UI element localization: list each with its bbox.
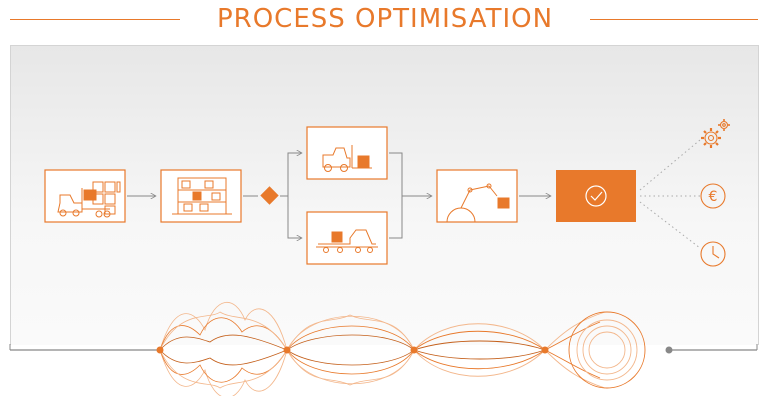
gears-icon bbox=[701, 119, 730, 148]
stage-conveyor-truck bbox=[306, 211, 388, 265]
wave-segment-smooth bbox=[413, 323, 546, 377]
wave-segment-narrowing bbox=[286, 314, 415, 386]
timeline-node bbox=[156, 346, 164, 354]
arrow-down-branch bbox=[280, 195, 302, 238]
timeline-end-node bbox=[665, 346, 673, 354]
diamond-decision-icon bbox=[260, 186, 279, 205]
timeline-node bbox=[410, 346, 418, 354]
title-rule-left bbox=[10, 19, 180, 20]
stage-storage-rack bbox=[160, 169, 242, 223]
title-rule-right bbox=[590, 19, 758, 20]
robot-arm-icon bbox=[446, 183, 510, 223]
page-title: PROCESS OPTIMISATION bbox=[216, 4, 554, 34]
title-bar: PROCESS OPTIMISATION bbox=[0, 0, 768, 40]
arrow-up-branch bbox=[280, 153, 302, 197]
timeline-node bbox=[283, 346, 291, 354]
outcome-connectors bbox=[639, 139, 701, 249]
merge-line-bottom bbox=[389, 196, 432, 239]
euro-icon: € bbox=[709, 189, 718, 205]
conveyor-truck-icon bbox=[316, 229, 378, 253]
stage-completed bbox=[556, 170, 636, 222]
forklift-icon bbox=[322, 145, 372, 172]
check-circle-icon bbox=[585, 185, 607, 207]
clock-icon bbox=[700, 241, 726, 267]
wave-segment-chaotic bbox=[159, 302, 288, 396]
stage-forklift bbox=[306, 126, 388, 180]
stage-warehouse-loading bbox=[44, 169, 126, 223]
forklift-shelves-icon bbox=[57, 181, 121, 218]
storage-rack-icon bbox=[172, 177, 232, 215]
timeline-nodes bbox=[156, 346, 673, 354]
outcome-cost: € bbox=[700, 183, 726, 209]
timeline-node bbox=[541, 346, 549, 354]
merge-line-top bbox=[389, 152, 412, 197]
wave-segment-converging bbox=[544, 311, 646, 389]
stage-robot-arm bbox=[436, 169, 518, 223]
